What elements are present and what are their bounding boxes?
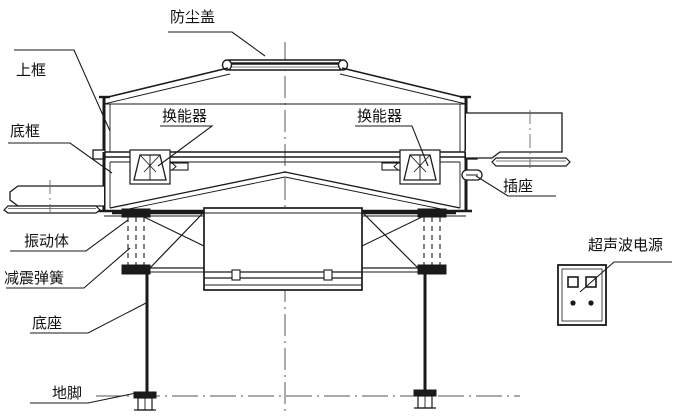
label-dust-cover: 防尘盖 xyxy=(170,8,215,26)
label-transducer-left: 换能器 xyxy=(162,107,207,125)
discharge-spout-left xyxy=(3,180,104,214)
leader-power-supply xyxy=(579,261,672,293)
power-button-1 xyxy=(567,276,579,288)
label-layer: 防尘盖 上框 底框 换能器 换能器 插座 振动体 减震弹簧 底座 地脚 超声波电… xyxy=(4,8,663,402)
dust-cover-part xyxy=(221,59,349,71)
discharge-spout-right xyxy=(466,110,571,168)
leader-foot xyxy=(30,392,137,404)
transducer-left-part xyxy=(129,149,189,185)
label-damping-spring: 减震弹簧 xyxy=(4,269,64,287)
leader-base xyxy=(30,302,147,334)
base-legs-part xyxy=(96,272,520,398)
leader-vibrating-body xyxy=(10,219,129,252)
leader-upper-frame xyxy=(14,49,111,132)
transducer-right-part xyxy=(381,149,441,185)
leader-bottom-frame xyxy=(8,142,113,174)
leader-dust-cover xyxy=(168,31,266,57)
indicator-1 xyxy=(570,300,576,306)
socket-part xyxy=(461,169,483,181)
damping-spring-right-part xyxy=(417,208,447,275)
leader-socket xyxy=(475,175,556,197)
foot-left-part xyxy=(133,391,157,411)
label-socket: 插座 xyxy=(503,177,533,195)
leader-damping-spring xyxy=(6,247,131,289)
leader-lines xyxy=(6,31,672,404)
damping-spring-left-part xyxy=(121,208,151,275)
upper-frame-part xyxy=(99,67,471,156)
label-base: 底座 xyxy=(32,314,62,332)
leader-transducer-left xyxy=(157,125,214,167)
foot-right-part xyxy=(413,389,437,409)
label-vibrating-body: 振动体 xyxy=(24,232,69,250)
label-transducer-right: 换能器 xyxy=(357,107,402,125)
leader-transducer-right xyxy=(355,125,429,167)
ultrasonic-power-supply-part xyxy=(557,264,607,326)
label-upper-frame: 上框 xyxy=(16,61,46,79)
label-bottom-frame: 底框 xyxy=(10,122,40,140)
vibrating-body-part xyxy=(141,207,425,291)
indicator-2 xyxy=(588,300,594,306)
label-foot: 地脚 xyxy=(52,384,82,402)
label-ultrasonic-power-supply: 超声波电源 xyxy=(588,236,663,254)
